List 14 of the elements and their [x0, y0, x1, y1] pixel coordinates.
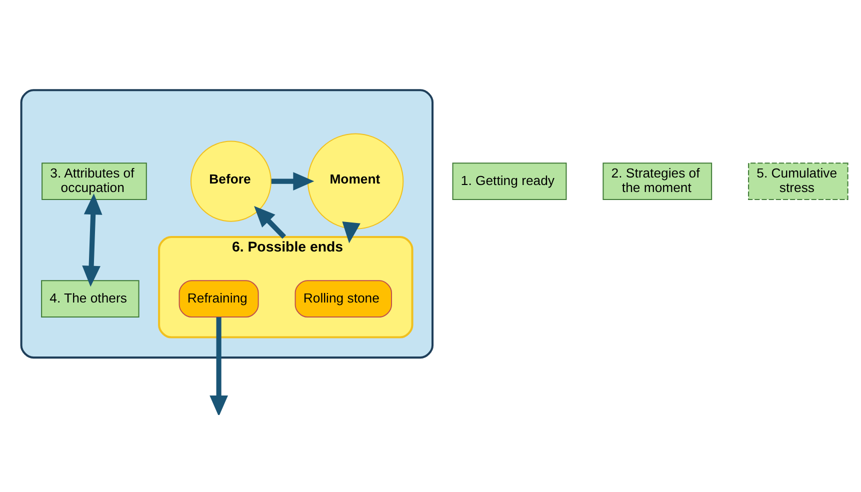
cluster: [20, 88, 434, 358]
arrow: [342, 220, 360, 243]
arrow: [82, 193, 102, 286]
node-circle: Before: [190, 140, 272, 222]
node-box: 4. The others: [41, 280, 140, 318]
node-box: Refraining: [178, 280, 259, 318]
node-box: 3. Attributes of occupation: [42, 162, 147, 200]
arrow: [210, 316, 228, 414]
node-box: 5. Cumulative stress: [748, 162, 848, 200]
arrow: [271, 172, 314, 190]
arrow: [254, 206, 286, 238]
node-box: Rolling stone: [294, 280, 392, 318]
node-box: 1. Getting ready: [452, 162, 567, 200]
node-box: 2. Strategies of the moment: [602, 162, 712, 200]
